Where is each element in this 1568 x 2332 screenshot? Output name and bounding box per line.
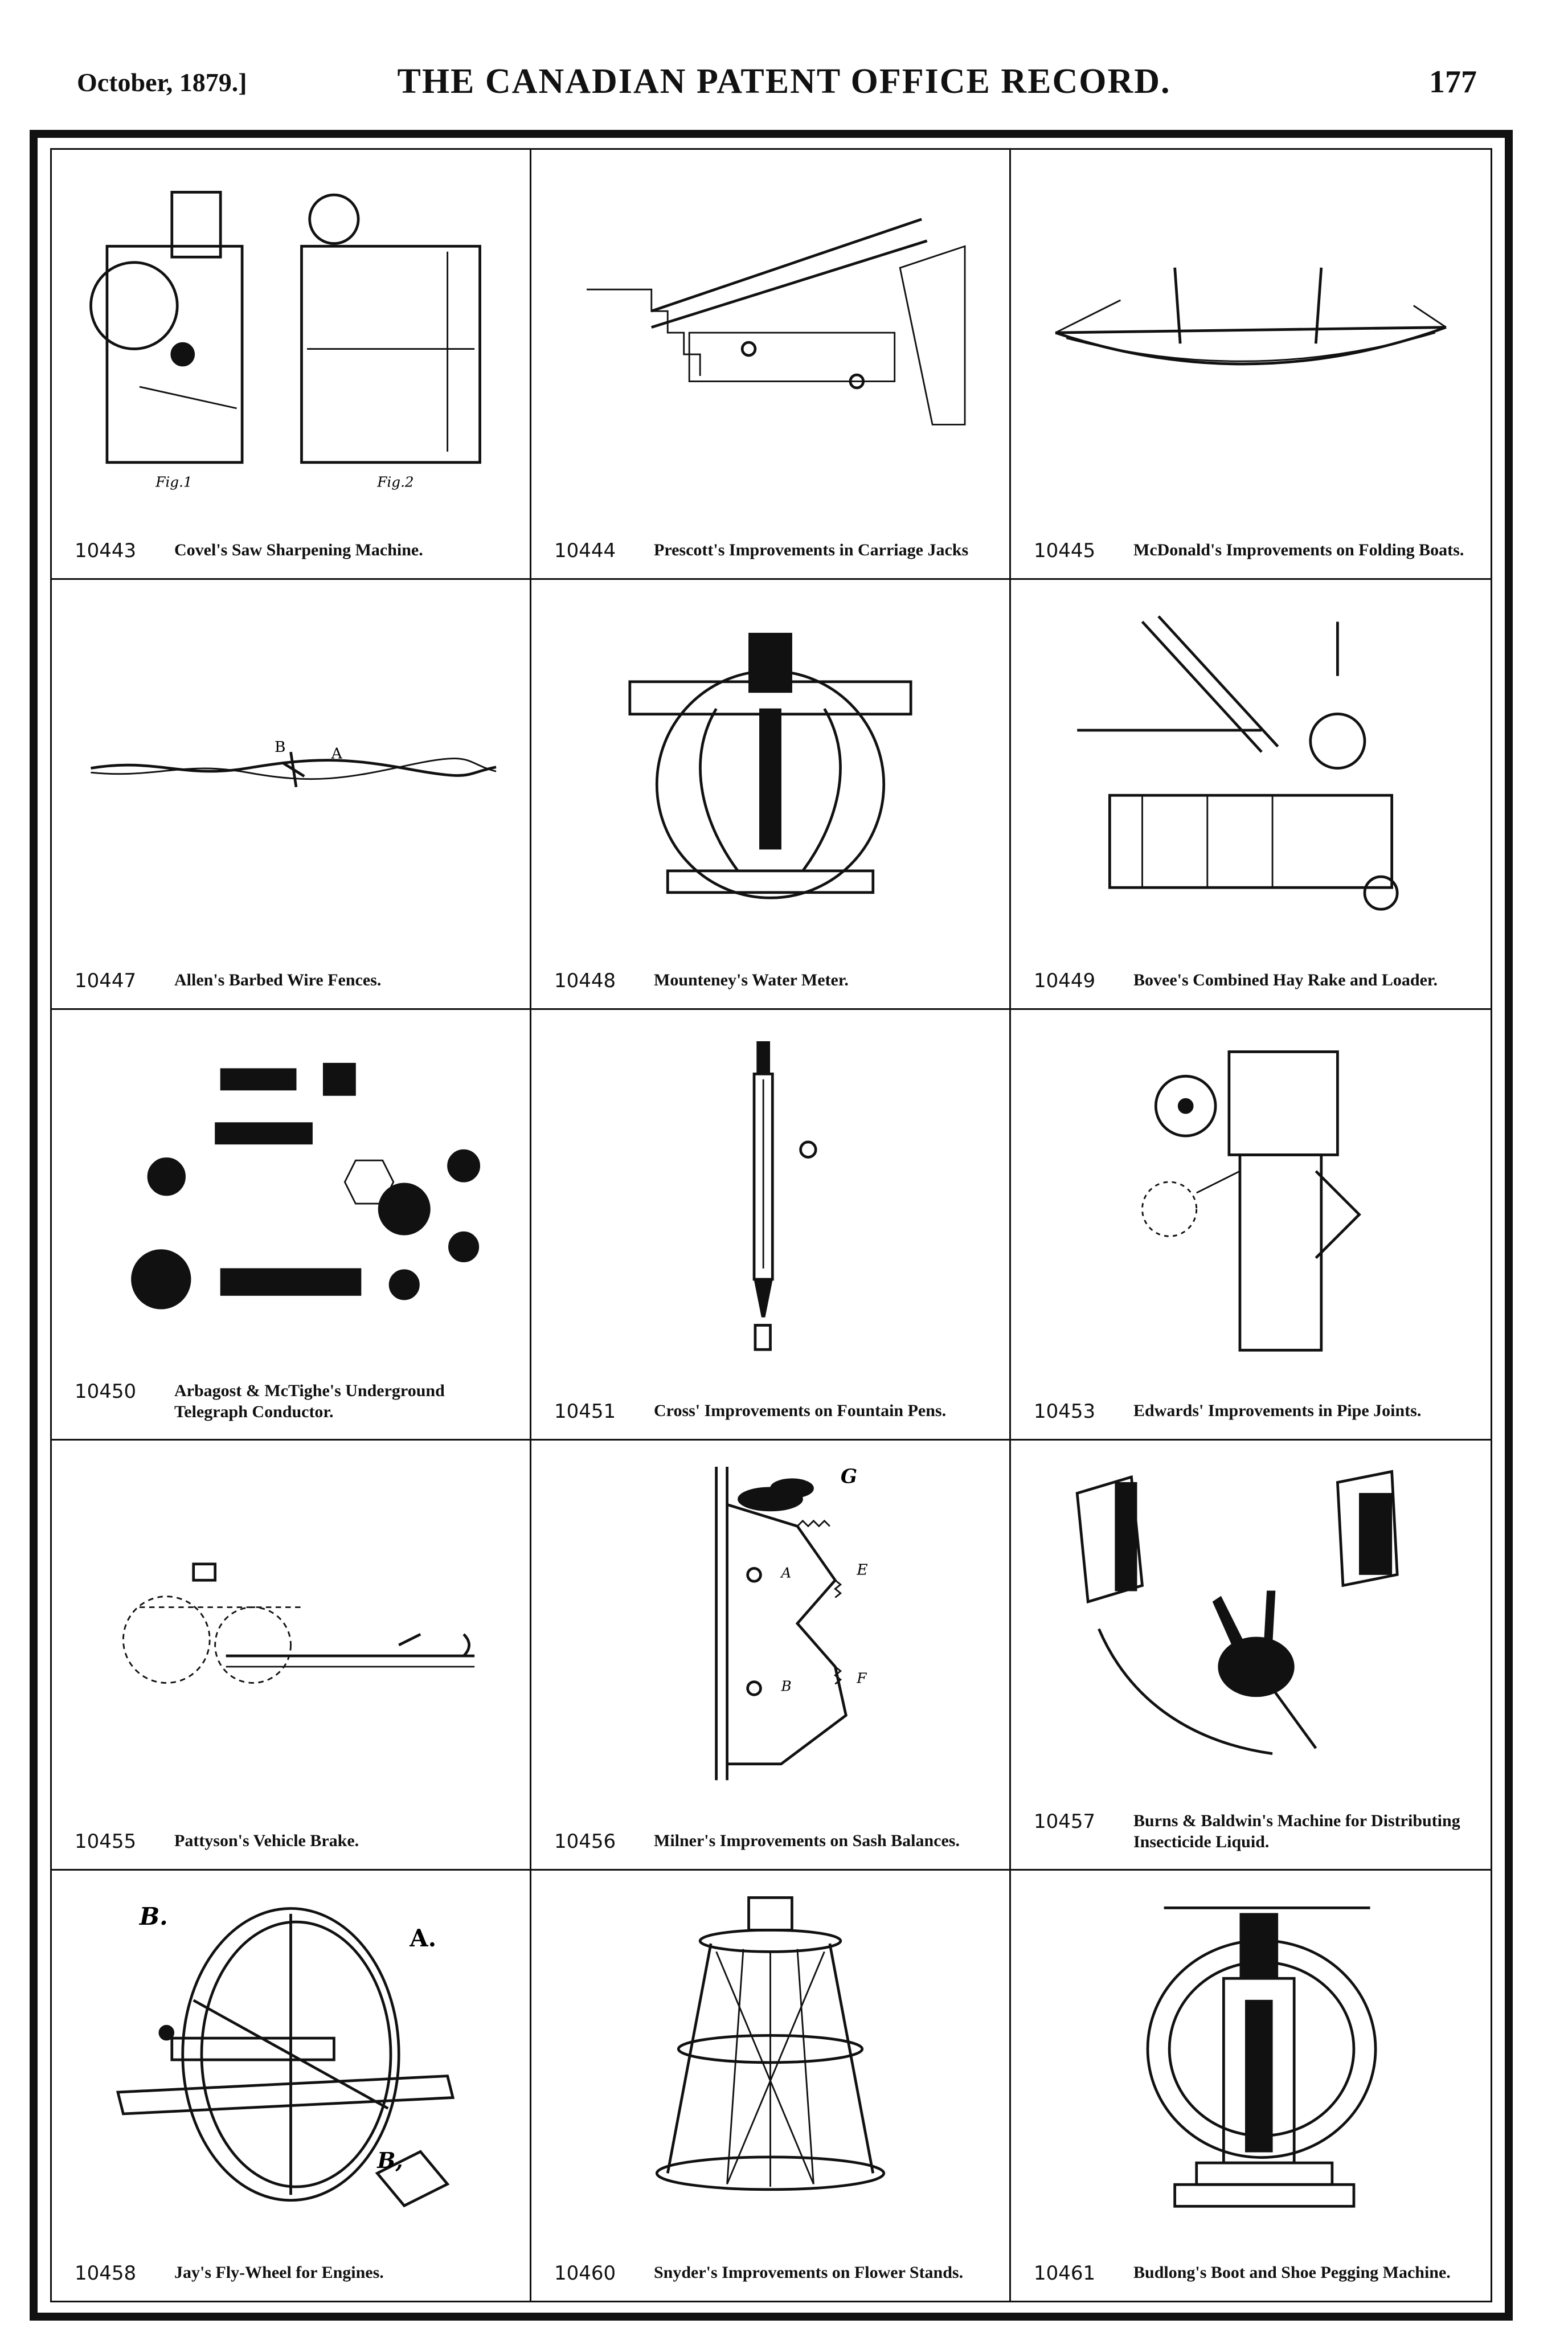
patent-cell: 10449 Bovee's Combined Hay Rake and Load… (1011, 580, 1491, 1010)
telegraph-conductor-drawing (131, 1063, 481, 1310)
patent-cell: 10444 Prescott's Improvements in Carriag… (531, 150, 1011, 580)
patent-caption: 10444 Prescott's Improvements in Carriag… (554, 539, 992, 562)
patent-title: Prescott's Improvements in Carriage Jack… (654, 541, 969, 560)
fig-1-label: Fig.1 (155, 473, 192, 490)
patent-number: 10451 (554, 1400, 616, 1423)
page-number: 177 (1429, 64, 1477, 100)
patent-cell: B A 10447 Allen's Barbed Wire Fences. (52, 580, 531, 1010)
patent-title: Jay's Fly-Wheel for Engines. (174, 2263, 384, 2282)
patent-cell: G E A B F 10456 Milner's Improvements on… (531, 1440, 1011, 1871)
carriage-jack-drawing (586, 218, 966, 426)
pipe-joint-drawing (1141, 1050, 1361, 1352)
page-frame: Fig.1 Fig.2 10443 Covel's Saw Sharpening… (30, 130, 1513, 2321)
gear-label-g: G (841, 1465, 857, 1488)
wheel-label-b2: B, (376, 2147, 403, 2173)
patent-caption: 10448 Mounteney's Water Meter. (554, 969, 992, 992)
patent-caption: 10451 Cross' Improvements on Fountain Pe… (554, 1400, 992, 1423)
patent-caption: 10460 Snyder's Improvements on Flower St… (554, 2262, 992, 2285)
patent-number: 10458 (75, 2262, 137, 2285)
patent-caption: 10449 Bovee's Combined Hay Rake and Load… (1034, 969, 1473, 992)
patent-number: 10453 (1034, 1400, 1096, 1423)
gear-label-a: A (780, 1564, 791, 1581)
fig-2-label: Fig.2 (376, 473, 414, 490)
patent-caption: 10450 Arbagost & McTighe's Underground T… (75, 1380, 513, 1423)
patent-number: 10449 (1034, 969, 1096, 993)
folding-boat-drawing (1055, 267, 1447, 366)
patent-title: Burns & Baldwin's Machine for Distributi… (1133, 1811, 1460, 1852)
barbed-wire-drawing: B A (91, 738, 497, 788)
patent-caption: 10445 McDonald's Improvements on Folding… (1034, 539, 1473, 562)
patent-title: Edwards' Improvements in Pipe Joints. (1133, 1401, 1422, 1420)
patent-caption: 10447 Allen's Barbed Wire Fences. (75, 969, 513, 992)
patent-caption: 10443 Covel's Saw Sharpening Machine. (75, 539, 513, 562)
barb-label-a: A (331, 745, 343, 763)
patent-title: Milner's Improvements on Sash Balances. (654, 1831, 960, 1850)
fly-wheel-drawing: B. A. B, (116, 1903, 455, 2208)
water-meter-drawing (628, 633, 912, 899)
patent-cell: 10453 Edwards' Improvements in Pipe Join… (1011, 1010, 1491, 1441)
patent-number: 10447 (75, 969, 137, 993)
patent-title: Snyder's Improvements on Flower Stands. (654, 2263, 964, 2282)
flower-stand-drawing (655, 1896, 886, 2191)
gear-label-b: B (780, 1678, 791, 1694)
patent-caption: 10456 Milner's Improvements on Sash Bala… (554, 1830, 992, 1853)
pegging-machine-drawing (1146, 1906, 1377, 2208)
page-header: October, 1879.] THE CANADIAN PATENT OFFI… (0, 0, 1568, 131)
patent-number: 10457 (1034, 1810, 1096, 1833)
patent-number: 10455 (75, 1830, 137, 1853)
gear-label-e: E (856, 1561, 867, 1578)
patent-grid-border: Fig.1 Fig.2 10443 Covel's Saw Sharpening… (50, 148, 1492, 2302)
patent-grid: Fig.1 Fig.2 10443 Covel's Saw Sharpening… (52, 150, 1491, 2301)
publication-title: THE CANADIAN PATENT OFFICE RECORD. (397, 62, 1171, 101)
barb-label-b: B (275, 738, 286, 756)
patent-cell: 10451 Cross' Improvements on Fountain Pe… (531, 1010, 1011, 1441)
patent-number: 10445 (1034, 539, 1096, 563)
patent-number: 10443 (75, 539, 137, 563)
patent-title: Cross' Improvements on Fountain Pens. (654, 1401, 947, 1420)
issue-date: October, 1879.] (77, 68, 247, 97)
patent-cell: B. A. B, 10458 Jay's Fly-Wheel for Engin… (52, 1870, 531, 2301)
patent-title: Pattyson's Vehicle Brake. (174, 1831, 359, 1850)
patent-number: 10450 (75, 1380, 137, 1403)
patent-caption: 10457 Burns & Baldwin's Machine for Dist… (1034, 1810, 1473, 1853)
patent-caption: 10455 Pattyson's Vehicle Brake. (75, 1830, 513, 1853)
patent-number: 10444 (554, 539, 616, 563)
patent-caption: 10458 Jay's Fly-Wheel for Engines. (75, 2262, 513, 2285)
patent-cell: 10460 Snyder's Improvements on Flower St… (531, 1870, 1011, 2301)
patent-title: Allen's Barbed Wire Fences. (174, 971, 382, 990)
gear-label-f: F (856, 1670, 867, 1686)
fountain-pen-drawing (752, 1041, 817, 1352)
patent-number: 10461 (1034, 2262, 1096, 2285)
patent-caption: 10461 Budlong's Boot and Shoe Pegging Ma… (1034, 2262, 1473, 2285)
patent-title: Arbagost & McTighe's Underground Telegra… (174, 1381, 445, 1422)
patent-title: Bovee's Combined Hay Rake and Loader. (1133, 971, 1438, 990)
hay-rake-drawing (1077, 615, 1399, 911)
patent-cell: 10445 McDonald's Improvements on Folding… (1011, 150, 1491, 580)
patent-title: Budlong's Boot and Shoe Pegging Machine. (1133, 2263, 1451, 2282)
insecticide-machine-drawing (1075, 1470, 1399, 1755)
patent-cell: 10455 Pattyson's Vehicle Brake. (52, 1440, 531, 1871)
patent-title: Mounteney's Water Meter. (654, 971, 849, 990)
vehicle-brake-drawing (122, 1562, 475, 1684)
patent-cell: 10461 Budlong's Boot and Shoe Pegging Ma… (1011, 1871, 1491, 2301)
wheel-label-b1: B. (139, 1903, 168, 1930)
wheel-label-a: A. (409, 1924, 436, 1952)
patent-cell: 10450 Arbagost & McTighe's Underground T… (52, 1010, 531, 1441)
patent-title: Covel's Saw Sharpening Machine. (174, 541, 423, 560)
saw-machine-drawing: Fig.1 Fig.2 (89, 191, 481, 490)
patent-number: 10448 (554, 969, 616, 993)
sash-balance-drawing: G E A B F (715, 1465, 868, 1780)
patent-cell: 10457 Burns & Baldwin's Machine for Dist… (1011, 1441, 1491, 1871)
patent-number: 10456 (554, 1830, 616, 1853)
patent-cell: 10448 Mounteney's Water Meter. (531, 580, 1011, 1010)
patent-number: 10460 (554, 2262, 616, 2285)
patent-cell: Fig.1 Fig.2 10443 Covel's Saw Sharpening… (52, 150, 531, 580)
patent-caption: 10453 Edwards' Improvements in Pipe Join… (1034, 1400, 1473, 1423)
patent-title: McDonald's Improvements on Folding Boats… (1133, 541, 1464, 560)
